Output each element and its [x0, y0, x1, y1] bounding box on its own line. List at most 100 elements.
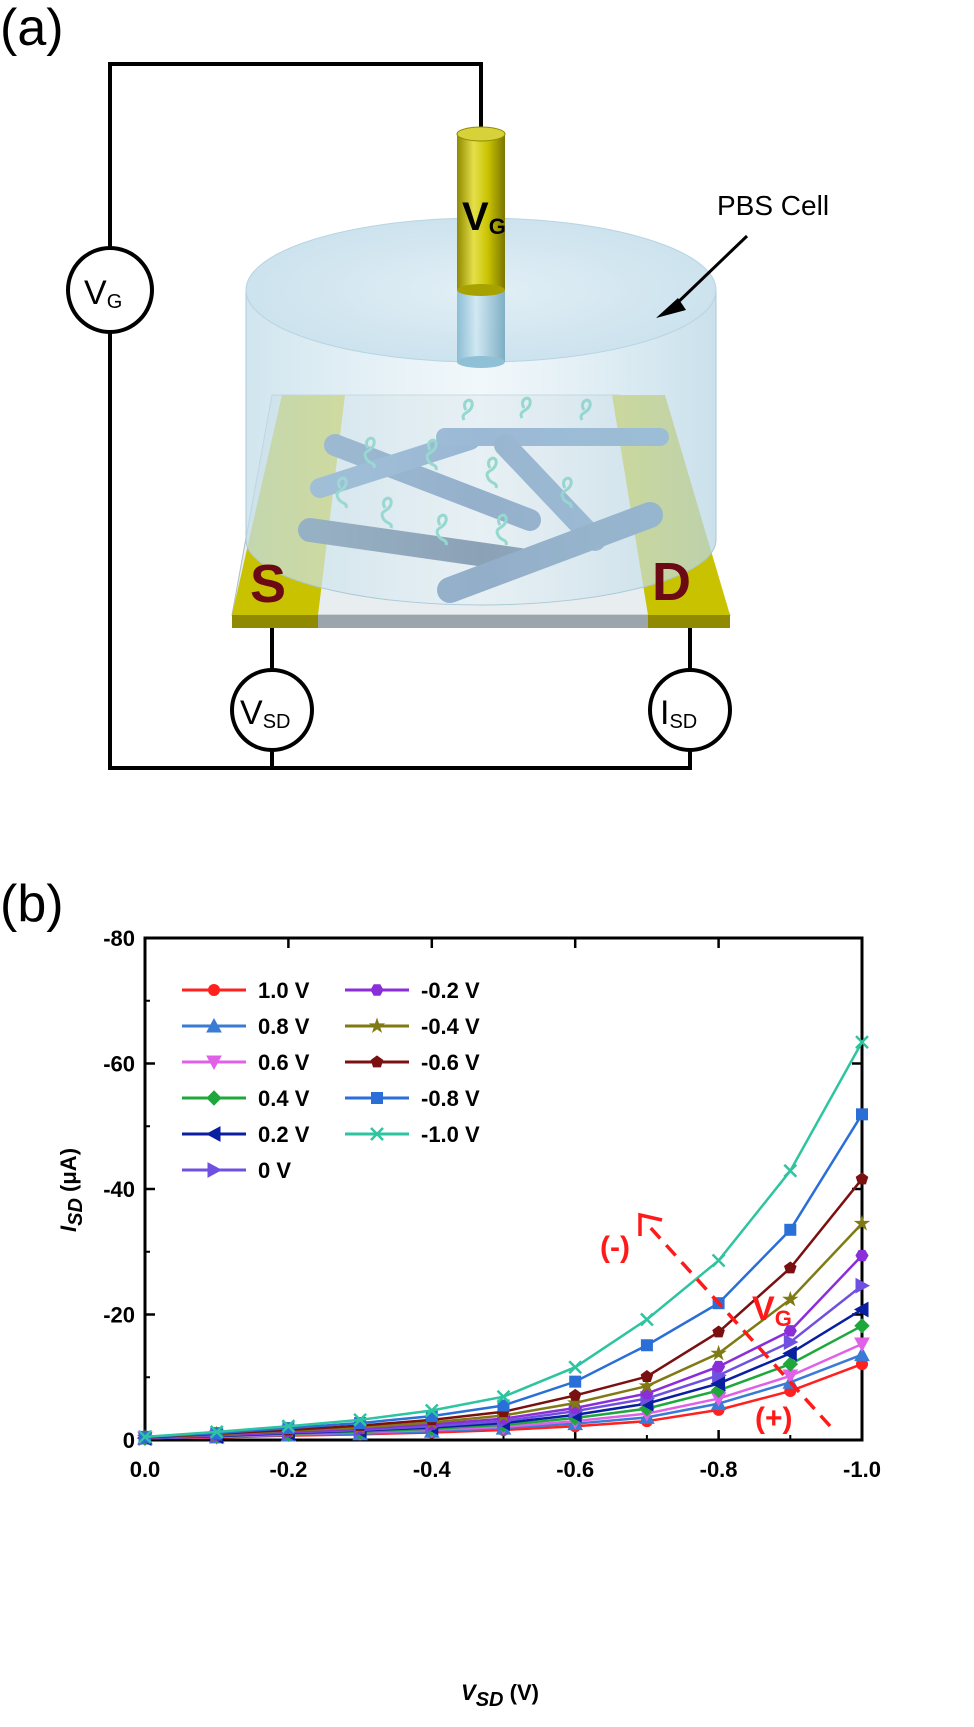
data-point [282, 1422, 295, 1435]
data-point [207, 1162, 223, 1178]
annotation-plus: (+) [755, 1402, 793, 1435]
legend-label: -1.0 V [421, 1122, 480, 1147]
data-point [640, 1312, 654, 1327]
vg-meter: VG [66, 246, 154, 334]
data-point [854, 1337, 870, 1353]
annotation-vg: VG [752, 1290, 792, 1331]
svg-text:VG: VG [84, 274, 122, 313]
x-tick-label: -0.6 [556, 1457, 594, 1482]
data-point [281, 1419, 296, 1434]
series--1p0V [138, 1035, 869, 1444]
data-point [784, 1223, 797, 1236]
y-tick-label: -60 [103, 1052, 135, 1077]
panel-b-label: (b) [0, 875, 64, 933]
legend-label: 0.2 V [258, 1122, 310, 1147]
data-point [710, 1344, 727, 1361]
data-point [711, 1253, 726, 1268]
data-point [138, 1429, 152, 1444]
data-point [368, 1017, 386, 1033]
data-point [710, 1375, 726, 1392]
data-point [424, 1403, 439, 1418]
gate-electrode-label: VG [462, 195, 506, 239]
data-point [568, 1388, 582, 1401]
data-point [371, 1092, 383, 1104]
legend-item: -0.6 V [345, 1050, 480, 1075]
legend-item: 0.6 V [182, 1050, 310, 1075]
data-point [206, 1090, 222, 1106]
legend-item: -0.8 V [345, 1086, 480, 1111]
data-point [854, 1346, 870, 1362]
legend-item: -0.2 V [345, 978, 480, 1003]
iv-chart: 0.0-0.2-0.4-0.6-0.8-1.00-20-40-60-801.0 … [56, 926, 881, 1711]
legend-label: -0.4 V [421, 1014, 480, 1039]
data-point [712, 1325, 725, 1338]
data-point [567, 1394, 584, 1410]
annotation-minus: (-) [600, 1231, 630, 1264]
data-point [206, 1055, 222, 1071]
legend-label: -0.8 V [421, 1086, 480, 1111]
data-point [853, 1214, 871, 1231]
legend-label: 0.4 V [258, 1086, 310, 1111]
x-tick-label: -1.0 [843, 1457, 881, 1482]
legend-label: -0.6 V [421, 1050, 480, 1075]
schematic-diagram: VG S D PBS Cell VG VSD ISD [66, 62, 829, 770]
svg-text:ISD: ISD [660, 694, 697, 733]
y-tick-label: 0 [123, 1428, 135, 1453]
y-tick-label: -40 [103, 1177, 135, 1202]
svg-text:VSD: VSD [240, 694, 290, 733]
gate-electrode [456, 126, 506, 368]
data-point [856, 1108, 868, 1121]
legend-label: 1.0 V [258, 978, 310, 1003]
isd-meter: ISD [648, 668, 732, 752]
x-tick-label: -0.2 [269, 1457, 307, 1482]
data-point [783, 1325, 797, 1337]
data-point [782, 1356, 799, 1372]
pbs-cell-label: PBS Cell [717, 190, 829, 221]
data-point [209, 1424, 224, 1439]
data-point [640, 1370, 654, 1382]
x-tick-label: -0.8 [700, 1457, 738, 1482]
x-tick-label: 0.0 [130, 1457, 161, 1482]
panel-a-label: (a) [0, 0, 64, 57]
data-point [569, 1375, 582, 1388]
data-point [205, 1126, 221, 1142]
data-point [783, 1334, 799, 1350]
data-point [855, 1277, 871, 1294]
drain-label: D [652, 552, 691, 612]
data-point [782, 1345, 797, 1362]
legend-label: 0.6 V [258, 1050, 310, 1075]
data-point [370, 1055, 384, 1068]
data-point [712, 1360, 726, 1373]
annotation-arrowhead [638, 1212, 663, 1236]
data-point [855, 1249, 869, 1262]
data-point [640, 1387, 654, 1400]
data-point [208, 984, 220, 996]
legend-item: 0 V [182, 1158, 291, 1183]
data-point [784, 1261, 797, 1274]
vsd-meter: VSD [230, 668, 314, 752]
y-tick-label: -80 [103, 926, 135, 951]
source-label: S [250, 554, 286, 614]
data-point [638, 1377, 656, 1393]
pbs-arrow [656, 234, 749, 318]
legend-label: 0.8 V [258, 1014, 310, 1039]
data-point [370, 1127, 384, 1141]
legend-item: -0.4 V [345, 1014, 480, 1039]
data-point [497, 1399, 510, 1412]
legend-item: 0.2 V [182, 1122, 310, 1147]
legend-item: 0.8 V [182, 1014, 310, 1039]
data-point [496, 1389, 511, 1404]
legend-label: -0.2 V [421, 978, 480, 1003]
data-point [568, 1360, 583, 1375]
x-axis-title: VSD (V) [461, 1680, 539, 1711]
data-point [783, 1163, 798, 1178]
plot-area: 0.0-0.2-0.4-0.6-0.8-1.00-20-40-60-801.0 … [103, 926, 881, 1482]
gate-voltage-annotation: (-) (+) VG [600, 1212, 832, 1435]
data-point [855, 1035, 869, 1050]
data-point [640, 1339, 653, 1352]
x-tick-label: -0.4 [413, 1457, 452, 1482]
data-point [853, 1301, 869, 1318]
data-point [855, 1172, 869, 1185]
y-axis-title: ISD (μA) [56, 1148, 87, 1232]
legend-label: 0 V [258, 1158, 291, 1183]
